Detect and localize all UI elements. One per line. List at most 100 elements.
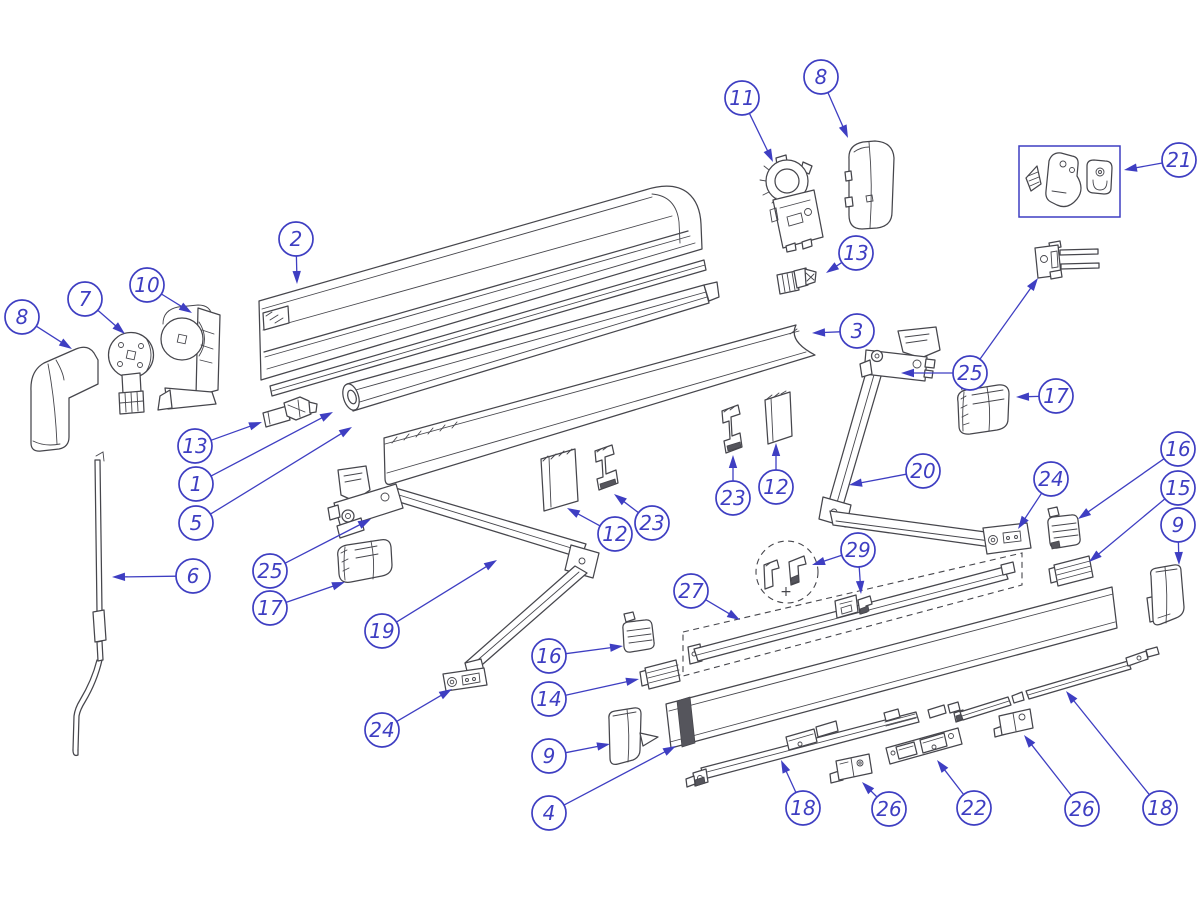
callout-9: 9 xyxy=(531,738,610,774)
balloon-1 xyxy=(178,466,214,502)
balloon-number-27: 27 xyxy=(678,579,704,603)
balloon-number-5: 5 xyxy=(190,511,203,535)
leader-arrowhead-3 xyxy=(812,328,826,337)
balloon-20 xyxy=(905,453,941,489)
leader-arrowhead-11 xyxy=(763,148,773,162)
balloon-number-7: 7 xyxy=(79,287,92,311)
balloon-number-8: 8 xyxy=(16,305,29,329)
balloon-13 xyxy=(838,235,874,271)
balloon-23 xyxy=(715,480,751,516)
leader-line-9 xyxy=(565,745,600,754)
callout-26: 26 xyxy=(862,782,907,827)
callout-7: 7 xyxy=(67,281,125,334)
balloon-number-3: 3 xyxy=(851,319,864,343)
leader-arrowhead-2 xyxy=(292,270,301,284)
balloon-23 xyxy=(634,505,670,541)
balloon-number-12: 12 xyxy=(763,475,788,499)
balloon-14 xyxy=(531,681,567,717)
part-motor-cover-right xyxy=(844,140,895,230)
callout-27: 27 xyxy=(673,573,740,620)
part-support-bracket xyxy=(157,304,221,411)
leader-arrowhead-26 xyxy=(1024,735,1036,748)
balloon-number-13: 13 xyxy=(182,434,207,458)
part-end-plug-right xyxy=(776,267,817,295)
balloon-number-18: 18 xyxy=(1147,796,1172,820)
part-clip-16-right xyxy=(1047,506,1081,550)
leader-arrowhead-16 xyxy=(1078,508,1092,519)
leader-arrowhead-9 xyxy=(1174,551,1183,565)
leader-line-18 xyxy=(1072,699,1150,796)
balloon-16 xyxy=(1160,431,1196,467)
balloon-number-25: 25 xyxy=(257,559,282,583)
balloon-8 xyxy=(803,59,839,95)
part-wall-clamp xyxy=(1034,240,1100,280)
leader-arrowhead-9 xyxy=(596,742,610,751)
balloon-number-8: 8 xyxy=(815,65,828,89)
callout-2: 2 xyxy=(278,221,314,284)
callout-19: 19 xyxy=(364,560,497,649)
leader-line-29 xyxy=(822,554,843,563)
callout-26: 26 xyxy=(1024,735,1100,827)
callout-10: 10 xyxy=(129,267,192,313)
part-corner-cover-left xyxy=(30,346,99,452)
balloon-29 xyxy=(840,532,876,568)
balloon-number-16: 16 xyxy=(1165,437,1190,461)
leader-arrowhead-6 xyxy=(112,572,126,581)
leader-line-11 xyxy=(748,113,769,153)
balloon-number-11: 11 xyxy=(729,86,754,110)
callout-13: 13 xyxy=(826,235,874,273)
balloon-19 xyxy=(364,613,400,649)
part-arm-cover-left xyxy=(337,539,393,583)
part-left-arm xyxy=(327,465,600,692)
callout-17: 17 xyxy=(1016,378,1074,414)
balloon-4 xyxy=(531,795,567,831)
part-clip-23-right xyxy=(721,404,743,454)
leader-line-20 xyxy=(859,473,907,484)
part-slider-15 xyxy=(1048,555,1094,587)
balloon-11 xyxy=(724,80,760,116)
leader-arrowhead-19 xyxy=(483,560,497,571)
leader-arrowhead-1 xyxy=(319,412,333,422)
part-clip-29-on-rail xyxy=(857,595,873,615)
balloon-17 xyxy=(1038,378,1074,414)
callout-14: 14 xyxy=(531,677,639,717)
balloon-number-4: 4 xyxy=(543,801,556,825)
callout-17: 17 xyxy=(252,582,345,626)
balloon-number-12: 12 xyxy=(602,522,627,546)
leader-line-15 xyxy=(1097,498,1166,556)
leader-arrowhead-8 xyxy=(58,338,72,349)
leader-line-8 xyxy=(827,92,845,129)
leader-arrowhead-17 xyxy=(331,582,345,591)
callout-16: 16 xyxy=(531,638,623,674)
leader-line-14 xyxy=(565,680,629,696)
leader-line-23 xyxy=(622,500,639,514)
leader-arrowhead-25 xyxy=(1027,278,1038,291)
balloon-2 xyxy=(278,221,314,257)
leader-arrowhead-8 xyxy=(838,124,848,138)
plus-sign: + xyxy=(780,584,792,600)
balloon-6 xyxy=(175,558,211,594)
leader-arrowhead-7 xyxy=(112,322,125,334)
leader-arrowhead-12 xyxy=(567,508,581,518)
leader-arrowhead-20 xyxy=(849,478,863,487)
leader-line-4 xyxy=(563,750,667,806)
balloon-17 xyxy=(252,590,288,626)
balloon-number-17: 17 xyxy=(1043,384,1069,408)
leader-line-18 xyxy=(785,769,797,793)
balloon-10 xyxy=(129,267,165,303)
part-end-cap-9-right xyxy=(1146,564,1185,626)
part-arm-cover-right xyxy=(957,381,1010,435)
balloon-27 xyxy=(673,573,709,609)
leader-line-13 xyxy=(210,425,252,441)
leader-line-12 xyxy=(576,512,601,527)
balloon-number-26: 26 xyxy=(1069,797,1094,821)
part-sheet-12-left xyxy=(540,448,579,512)
part-bracket-26-left xyxy=(829,753,873,784)
balloon-number-1: 1 xyxy=(190,472,203,496)
leader-line-6 xyxy=(122,575,177,578)
balloon-number-2: 2 xyxy=(290,227,303,251)
callout-20: 20 xyxy=(849,453,941,489)
balloon-16 xyxy=(531,638,567,674)
